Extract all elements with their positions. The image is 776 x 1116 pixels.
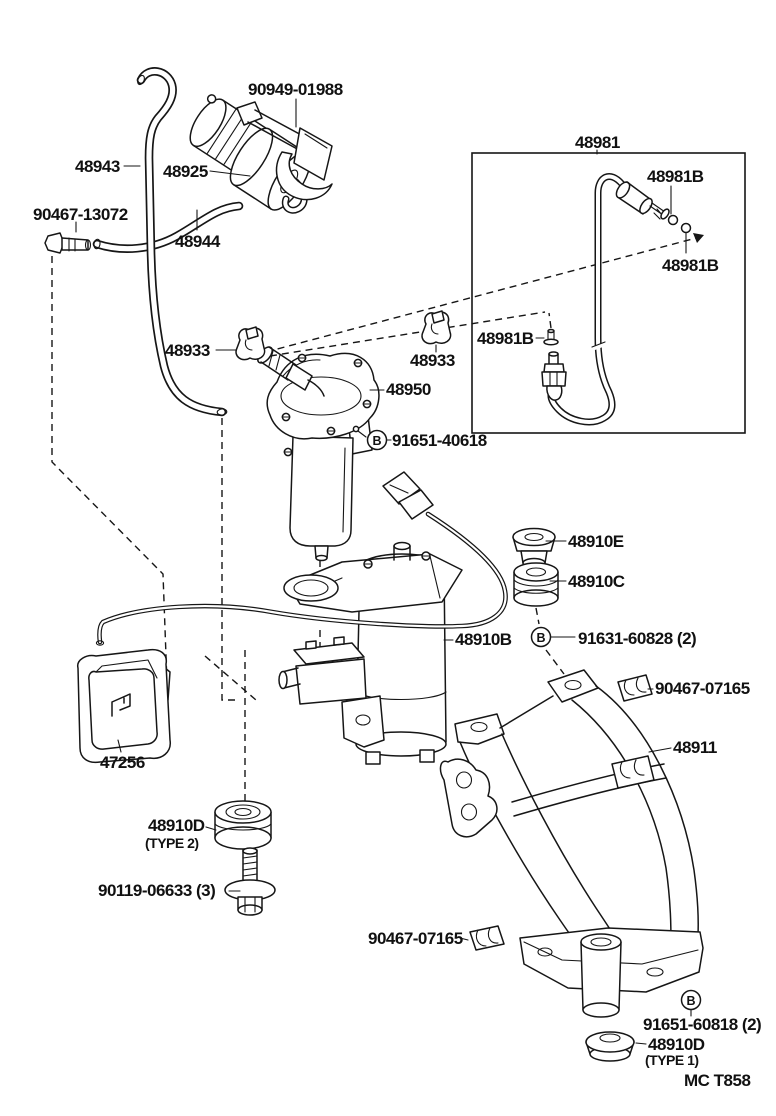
pressure-sensor [541,351,567,401]
bracket-90949-01988 [236,101,333,201]
b-marker-2: B [536,631,545,645]
oring-48981B-2 [680,222,692,234]
bolt-marker-91631-60828: B [530,626,552,648]
label-90949-01988: 90949-01988 [248,80,343,99]
label-48910E: 48910E [568,532,624,551]
label-91651-60818: 91651-60818 (2) [643,1015,761,1034]
sensor-connector-fitting [615,181,670,220]
ecu-47256 [77,648,171,764]
bolt-90467-13072 [44,232,92,254]
label-47256: 47256 [100,753,145,772]
label-type1: (TYPE 1) [645,1052,699,1068]
pump-top-bracket [283,541,463,613]
label-90467-07165-lower: 90467-07165 [368,929,463,948]
frame-left-tab [454,713,505,745]
label-48943: 48943 [75,157,120,176]
frame-clip-seat [611,755,655,789]
grommet-48910E [512,527,556,569]
label-48933-left: 48933 [165,341,210,360]
frame-left-flange [439,758,498,838]
washer-48910D-type2 [214,800,272,850]
bolt-90119-06633 [224,847,276,916]
label-48933-right: 48933 [410,351,455,370]
arrow-to-orings [693,233,704,243]
bolt-91651-40618-glyph [352,425,367,438]
label-48910D-type2: 48910D [148,816,205,835]
clamp-48933-right [421,310,452,345]
clip-90467-07165-lower [469,925,505,951]
bolt-marker-91651-60818: B [680,989,702,1011]
frame-48911 [439,669,704,1018]
label-91631-60828: 91631-60828 (2) [578,629,696,648]
hose-48944 [92,201,244,253]
connector-plug [382,471,434,520]
label-90467-13072: 90467-13072 [33,205,128,224]
label-48910B: 48910B [455,630,512,649]
label-48911: 48911 [673,738,717,757]
inset-box-48981 [471,152,746,434]
label-90119-06633: 90119-06633 (3) [98,881,215,900]
pump-48910B [278,541,463,765]
label-type2: (TYPE 2) [145,835,199,851]
cap-bolts [281,353,372,457]
bolt-marker-91651-40618: B [366,429,388,451]
grommet-48910C [513,562,559,607]
hose-48943 [136,67,228,417]
frame-cup [580,933,622,1018]
filter-inlet-fitting [257,346,325,397]
label-48950: 48950 [386,380,431,399]
filter-48950 [257,346,380,562]
label-48981B-3: 48981B [477,329,534,348]
wire-harness [95,471,508,646]
label-48925: 48925 [163,162,208,181]
label-48981B-2: 48981B [662,256,719,275]
leader-lines [75,98,692,1045]
dashed-guides [51,233,704,804]
pump-valve-block [278,636,385,748]
clamp-48933-left [235,326,266,361]
b-marker-3: B [686,994,695,1008]
drawing-code: MC T858 [684,1071,750,1090]
label-48981: 48981 [575,133,620,152]
label-90467-07165-upper: 90467-07165 [655,679,750,698]
grommet-48910D-type1 [585,1031,635,1062]
label-48910D-type1: 48910D [648,1035,705,1054]
oring-48981B-1 [667,214,679,226]
clip-48981B-3 [543,328,559,346]
label-48944: 48944 [175,232,221,251]
b-marker-1: B [372,434,381,448]
label-91651-40618: 91651-40618 [392,431,487,450]
filter-canister [289,435,354,562]
ecu-symbol [111,693,131,717]
clip-90467-07165-upper [617,674,653,702]
frame-top-ear [547,669,599,703]
filter-cap [266,352,380,440]
label-48910C: 48910C [568,572,625,591]
label-48981B-1: 48981B [647,167,704,186]
